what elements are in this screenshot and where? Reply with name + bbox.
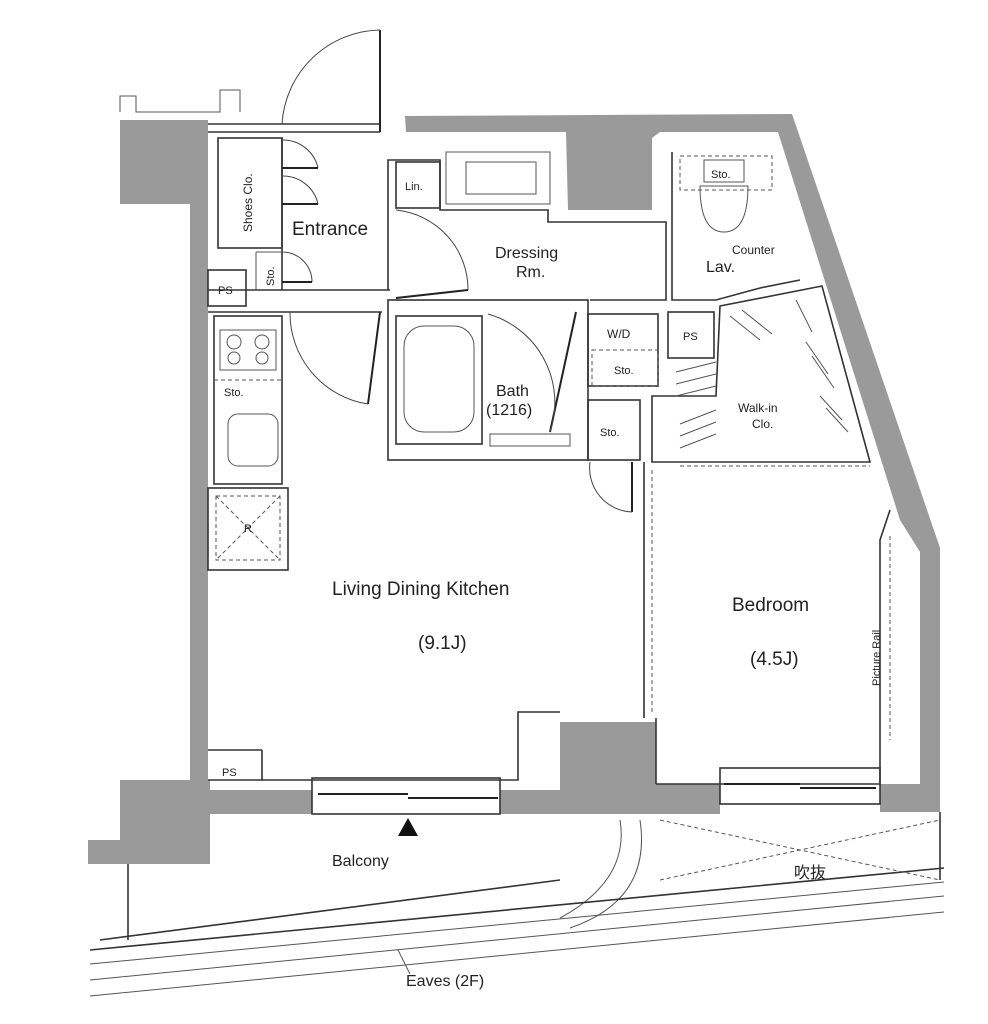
walls (88, 114, 940, 864)
ps-bottom-label: PS (222, 767, 237, 779)
bedroom-label: Bedroom (732, 595, 809, 616)
ps-entrance-label: PS (218, 285, 233, 297)
hall-storage-label: Sto. (600, 427, 620, 439)
fukinuke-label: 吹抜 (794, 864, 826, 882)
labels: Shoes Clo. Entrance Lin. Dressing Rm. St… (218, 169, 883, 990)
lav-label: Lav. (706, 259, 735, 276)
room-lines (89, 29, 945, 997)
counter-label: Counter (732, 243, 775, 257)
entrance-label: Entrance (292, 219, 368, 240)
dressing-rm-label: Rm. (516, 264, 545, 281)
refrigerator-label: R (244, 523, 252, 535)
linen-label: Lin. (405, 181, 423, 193)
kitchen-storage-label: Sto. (224, 387, 244, 399)
balcony-label: Balcony (332, 853, 389, 870)
ps-wd-label: PS (683, 331, 698, 343)
bath-size-label: (1216) (486, 402, 532, 419)
entrance-storage-label: Sto. (265, 266, 277, 286)
eaves-label: Eaves (2F) (406, 973, 484, 990)
lav-storage-label: Sto. (711, 169, 731, 181)
ldk-label: Living Dining Kitchen (332, 579, 509, 600)
dressing-label: Dressing (495, 245, 558, 262)
washer-dryer-label: W/D (607, 327, 631, 341)
shoes-clo-label: Shoes Clo. (241, 173, 255, 232)
picture-rail-label: Picture Rail (871, 630, 883, 686)
walkin-label: Walk-in (738, 401, 778, 415)
walkin-clo-label: Clo. (752, 417, 773, 431)
ldk-size-label: (9.1J) (418, 633, 467, 654)
wd-storage-label: Sto. (614, 365, 634, 377)
bedroom-size-label: (4.5J) (750, 649, 799, 670)
bath-label: Bath (496, 383, 529, 400)
